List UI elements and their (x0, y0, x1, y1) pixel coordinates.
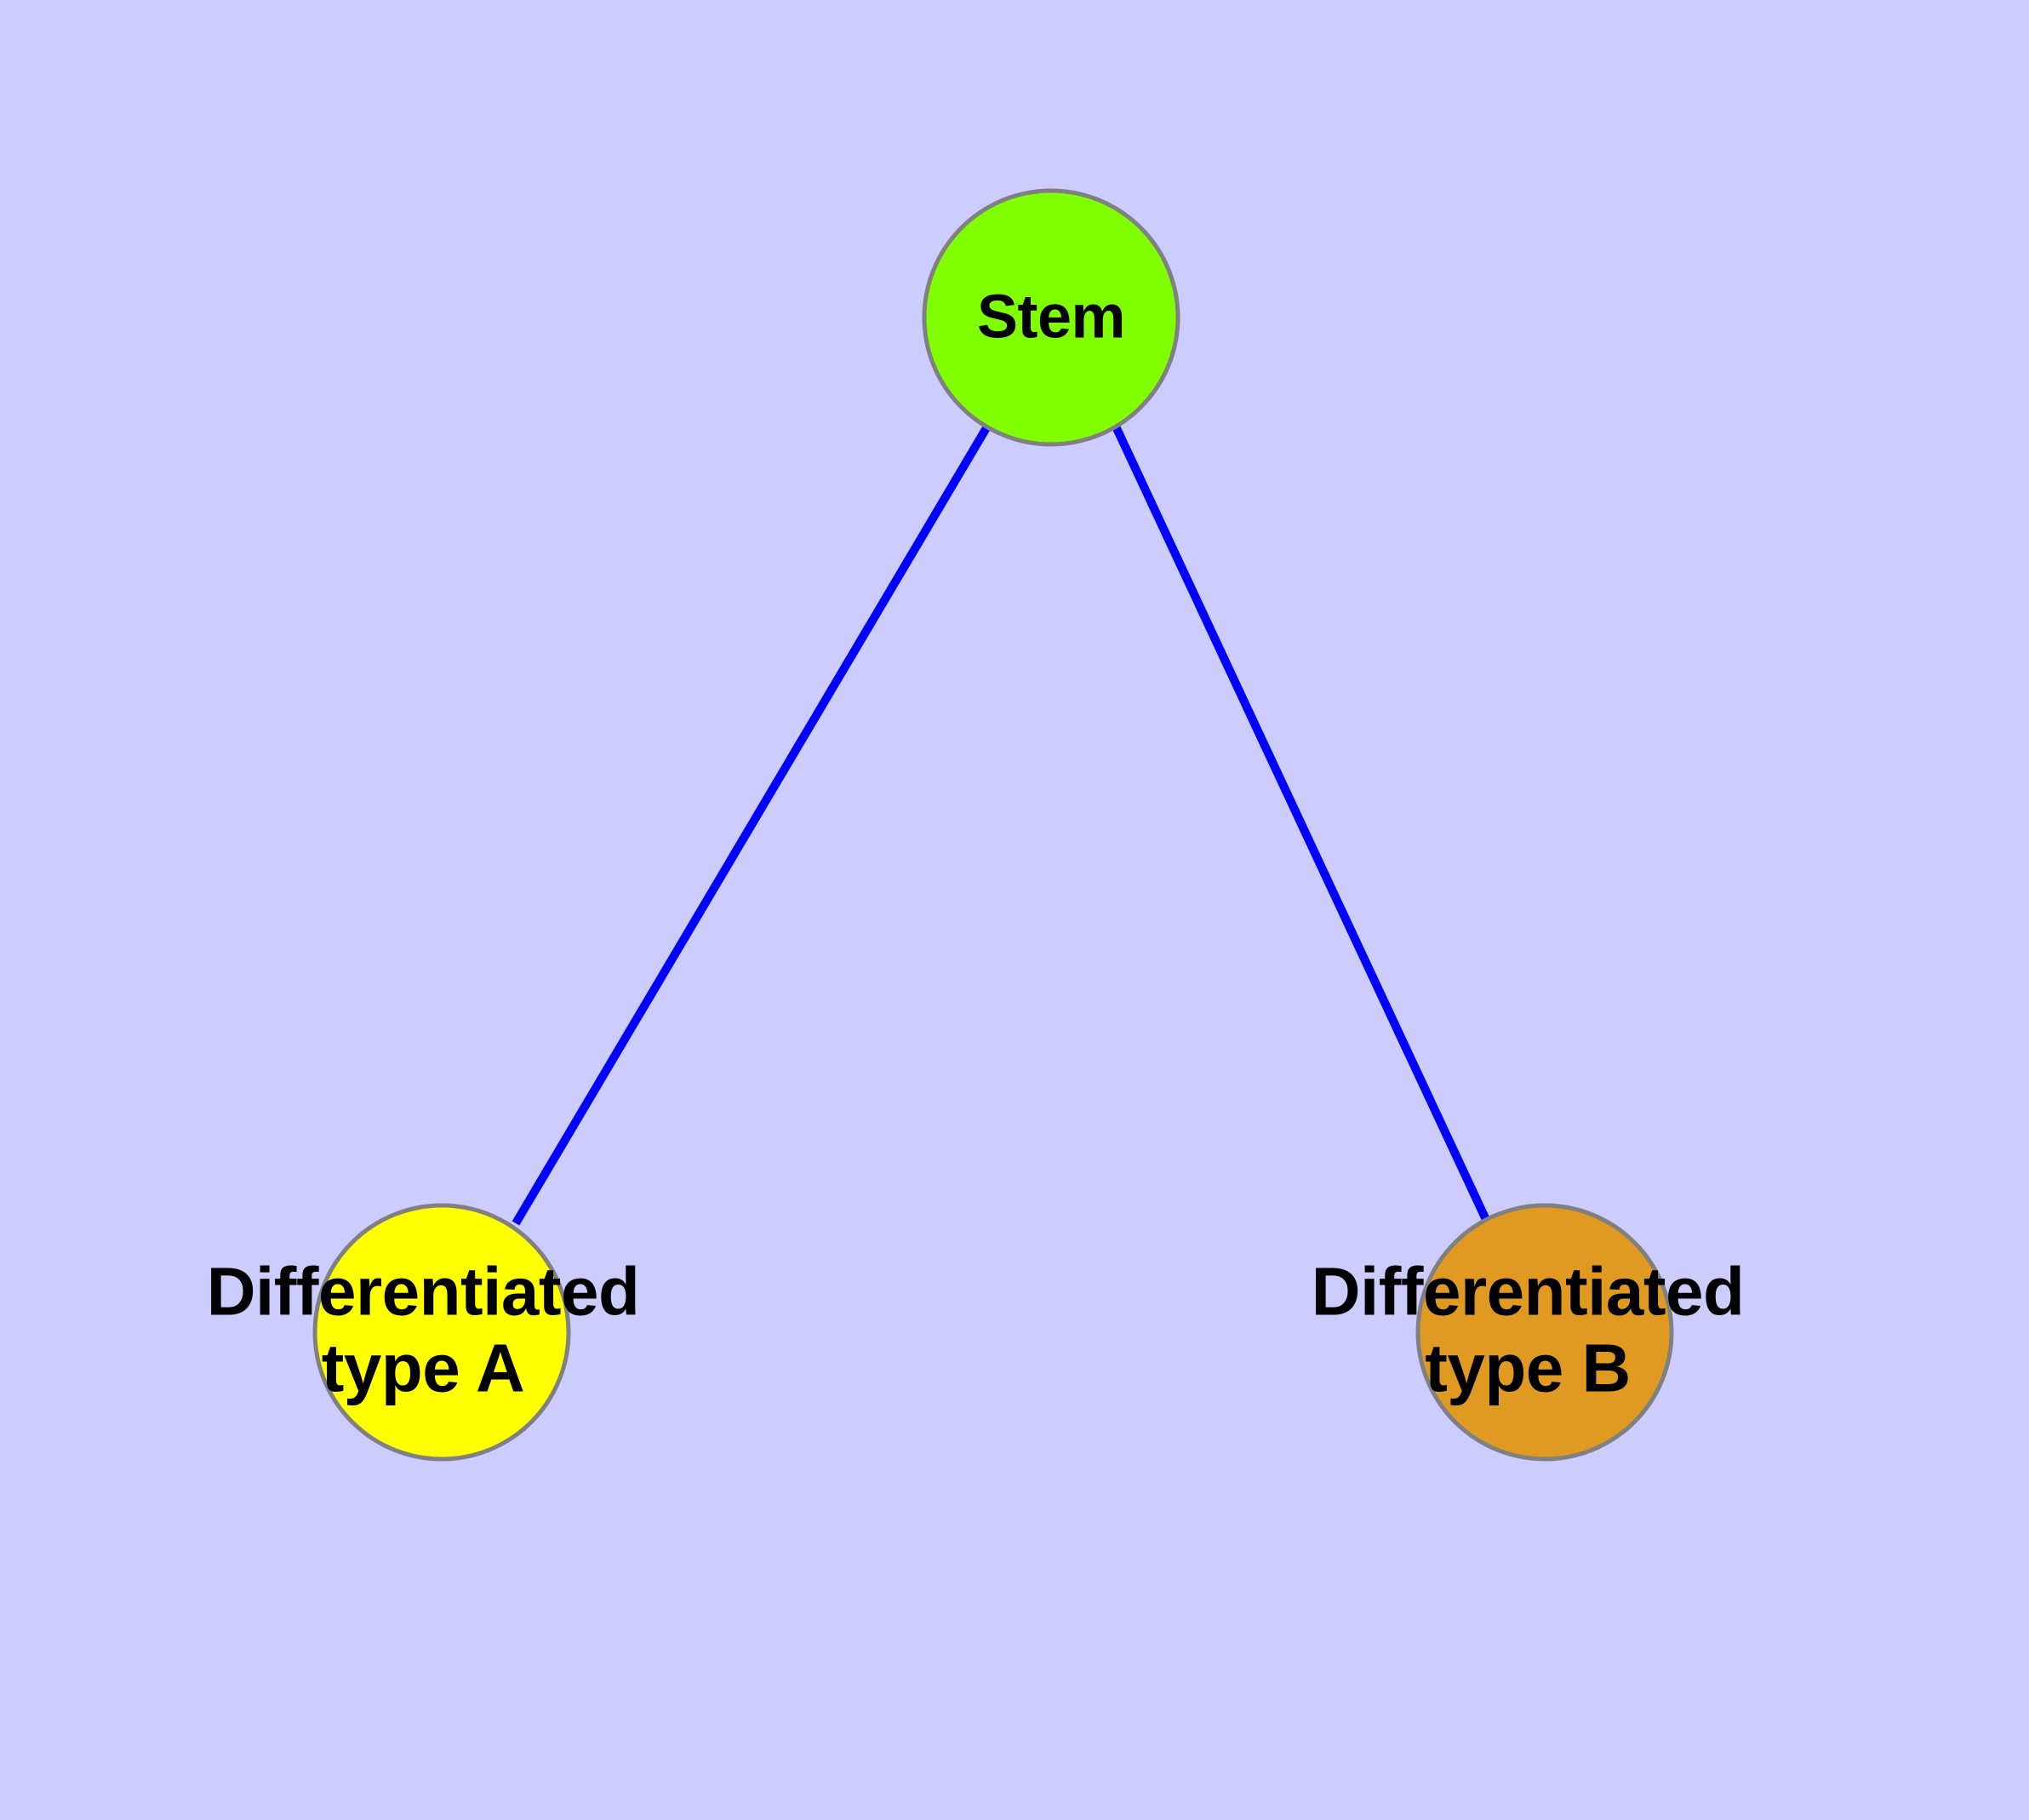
edge-stem-to-diff-a (512, 424, 992, 1226)
node-stem[interactable] (922, 188, 1180, 447)
node-diff_a[interactable] (312, 1203, 571, 1462)
node-diff_b[interactable] (1415, 1203, 1674, 1462)
edge-layer (512, 424, 1492, 1226)
node-layer (312, 188, 1674, 1462)
edge-stem-to-diff-b (1112, 424, 1492, 1226)
